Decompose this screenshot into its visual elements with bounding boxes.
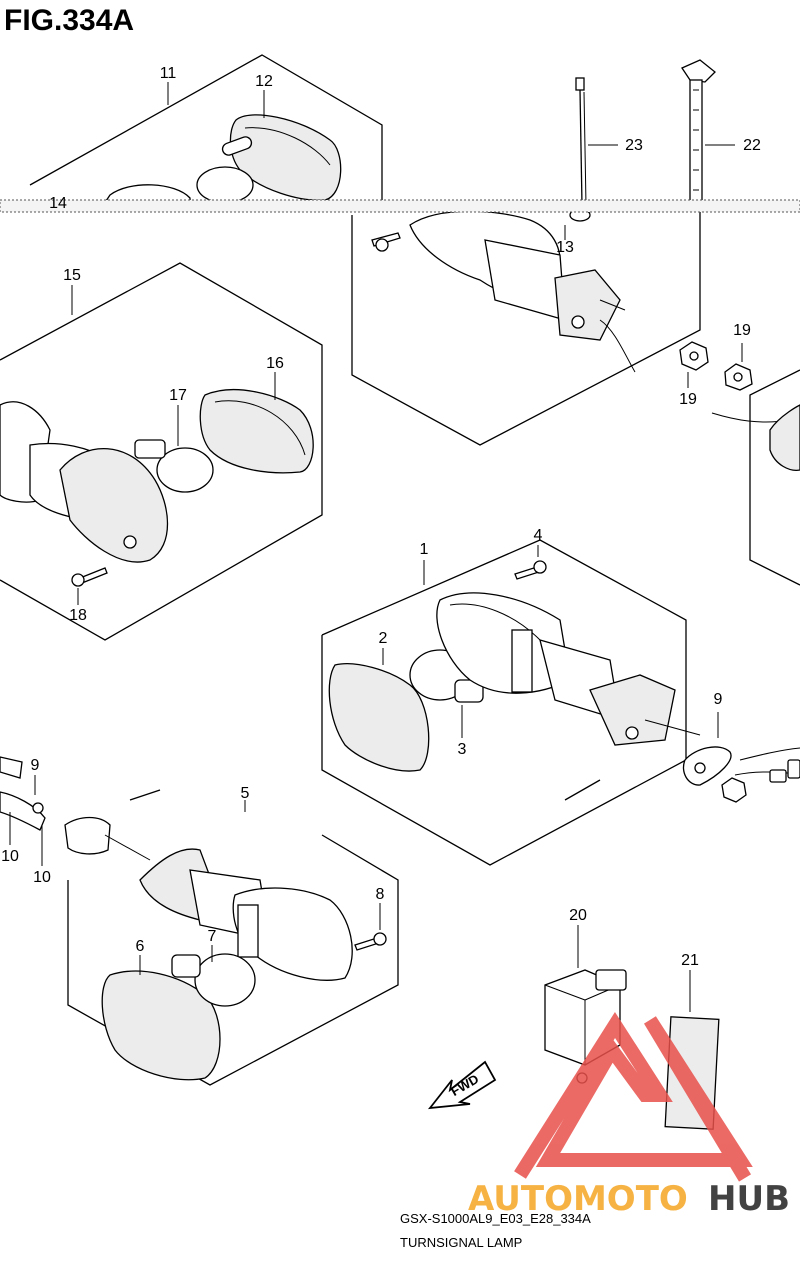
callout-9-left: 9 [31,757,40,774]
watermark: AUTOMOTO HUB [468,1011,790,1219]
callout-5: 5 [241,785,250,802]
figure-caption: TURNSIGNAL LAMP [400,1235,522,1250]
callout-19a: 19 [733,322,751,339]
watermark-brand-part2: HUB [708,1179,790,1219]
callout-11: 11 [160,65,177,82]
nut-19b [724,343,753,391]
callout-10a: 10 [1,848,19,865]
lens-16-shape [199,389,314,474]
callout-21: 21 [681,952,699,969]
callout-10b: 10 [33,869,51,886]
lens-6-shape [101,970,221,1081]
assembly-group-right-partial [711,369,800,586]
callout-12: 12 [255,73,273,90]
callout-16: 16 [266,355,284,372]
lens-12-shape [229,114,342,201]
assembly-group-1 [321,539,701,866]
callout-23: 23 [625,137,643,154]
callout-7: 7 [208,928,217,945]
callout-numbers: 11 12 14 13 22 23 15 16 17 18 19 19 1 2 … [1,65,761,969]
scan-tear-band [0,199,800,213]
callout-13: 13 [556,239,574,256]
assembly-group-11 [29,54,701,446]
callout-20: 20 [569,907,587,924]
model-code: GSX-S1000AL9_E03_E28_334A [400,1211,591,1226]
callout-14: 14 [49,195,67,212]
callout-17: 17 [169,387,187,404]
callout-19b: 19 [679,391,697,408]
fwd-arrow: FWD [427,1060,497,1110]
figure-title: FIG.334A [4,4,134,37]
callout-6: 6 [136,938,145,955]
callout-9-right: 9 [714,691,723,708]
callout-1: 1 [420,541,429,558]
cable-tie-23 [575,77,618,206]
assembly-group-5 [67,779,601,1086]
callout-15: 15 [63,267,81,284]
callout-4: 4 [534,527,543,544]
watermark-brand-part1: AUTOMOTO [468,1179,688,1219]
cable-tie-22 [681,59,735,206]
callout-3: 3 [458,741,467,758]
housing-1-shape [589,674,676,746]
stay-9-left [0,756,151,866]
callout-8: 8 [376,886,385,903]
callout-22: 22 [743,137,761,154]
stay-9-right [682,712,800,803]
lamp-body-15-shape [59,448,169,563]
callout-2: 2 [379,630,388,647]
callout-18: 18 [69,607,87,624]
lens-2-shape [328,663,430,772]
assembly-group-15 [0,262,323,641]
nut-19a [679,341,709,388]
